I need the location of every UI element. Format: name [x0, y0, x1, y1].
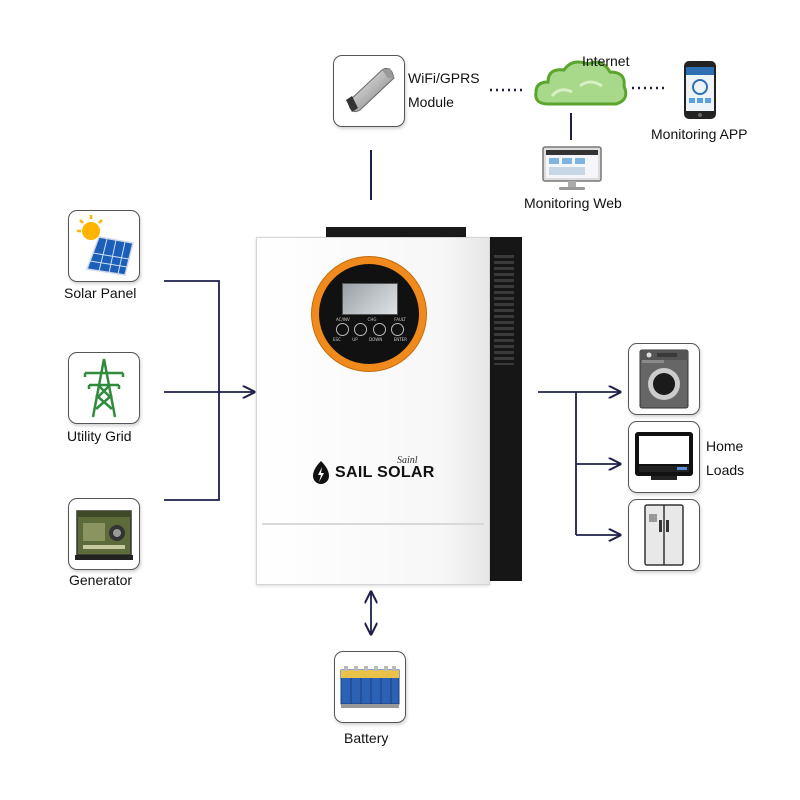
smartphone-icon	[684, 61, 716, 119]
wifi-gprs-module-icon	[346, 67, 395, 113]
computer-monitor-icon	[542, 146, 602, 190]
generator-icon	[75, 510, 133, 560]
utility-grid-label: Utility Grid	[67, 428, 132, 444]
solar-panel-box	[68, 210, 140, 282]
wifi-module-label-line1: WiFi/GPRS	[408, 70, 480, 86]
battery-box	[334, 651, 406, 723]
tv-icon	[635, 432, 693, 480]
down-button[interactable]	[372, 323, 386, 336]
washing-machine-icon	[639, 349, 689, 409]
brand-name: SAIL SOLAR	[335, 464, 435, 481]
up-button[interactable]	[354, 323, 368, 336]
wifi-module-label-line2: Module	[408, 94, 454, 110]
refrigerator-box	[628, 499, 700, 571]
brand-logo-icon	[313, 461, 329, 484]
brand-signature: Sainl	[397, 455, 418, 466]
monitoring-web-label: Monitoring Web	[524, 195, 622, 211]
washing-machine-box	[628, 343, 700, 415]
inverter-side-panel	[484, 237, 522, 581]
utility-grid-box	[68, 352, 140, 424]
cloud-icon	[534, 60, 628, 106]
power-tower-icon	[83, 358, 125, 418]
up-button-label: UP	[352, 337, 358, 342]
solar-panel-icon	[77, 215, 134, 276]
tv-box	[628, 421, 700, 493]
inverter-front-seam	[262, 523, 484, 525]
generator-box	[68, 498, 140, 570]
indicator-ac-inv: AC/INV	[336, 317, 350, 322]
esc-button-label: ESC	[333, 337, 341, 342]
wifi-module-box	[333, 55, 405, 127]
inverter: AC/INV CHG FAULT ESC UP DOWN ENTER SAIL …	[256, 227, 522, 585]
inverter-control-ring: AC/INV CHG FAULT ESC UP DOWN ENTER	[312, 257, 426, 371]
enter-button[interactable]	[390, 323, 404, 336]
internet-label: Internet	[582, 53, 630, 69]
indicator-chg: CHG	[367, 317, 377, 322]
down-button-label: DOWN	[369, 337, 383, 342]
refrigerator-icon	[644, 504, 684, 566]
inverter-lcd-screen	[342, 283, 398, 315]
battery-icon	[340, 666, 400, 708]
generator-label: Generator	[69, 572, 133, 588]
enter-button-label: ENTER	[393, 337, 407, 342]
home-loads-label-line2: Loads	[706, 462, 745, 478]
monitoring-app-label: Monitoring APP	[651, 126, 748, 142]
indicator-fault: FAULT	[394, 317, 406, 322]
esc-button[interactable]	[336, 323, 349, 336]
battery-label: Battery	[344, 730, 389, 746]
home-loads-label-line1: Home	[706, 438, 744, 454]
input-bracket	[164, 280, 220, 501]
solar-panel-label: Solar Panel	[64, 285, 137, 301]
